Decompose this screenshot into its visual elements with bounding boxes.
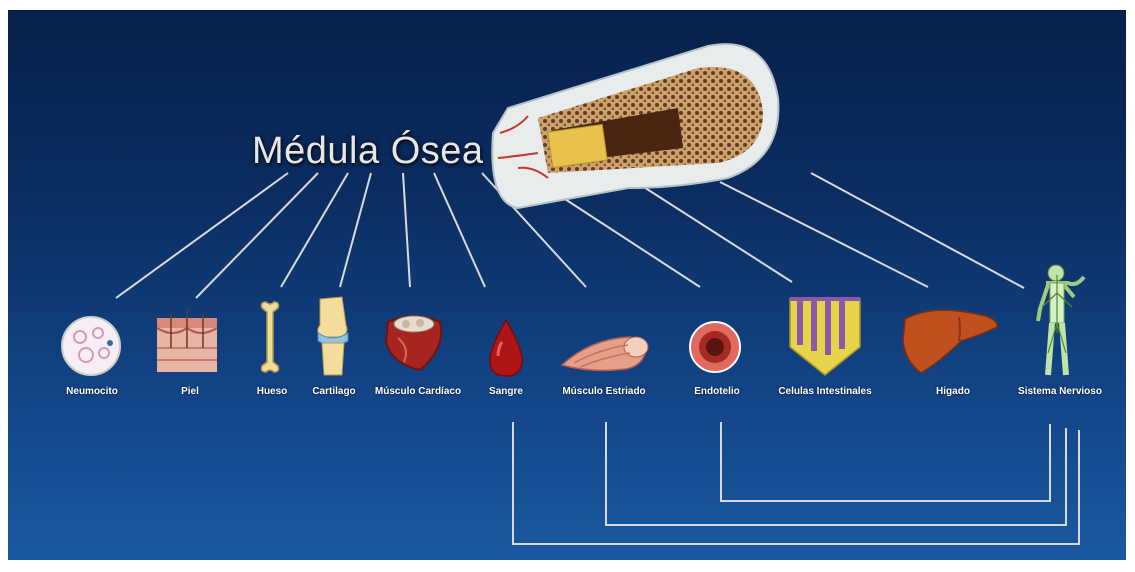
node-label-celulas-intestinales: Celulas Intestinales xyxy=(778,386,871,397)
intestinal-villi-icon xyxy=(786,295,864,377)
node-label-neumocito: Neumocito xyxy=(66,386,118,397)
node-label-sistema-nervioso: Sistema Nervioso xyxy=(1018,386,1102,397)
edge-marrow-piel xyxy=(196,173,318,298)
nervous-system-icon xyxy=(1028,263,1094,381)
node-label-cartilago: Cartilago xyxy=(312,386,355,397)
neumocito-cell-icon xyxy=(60,315,122,377)
edge-endotelio-sistema-nervioso xyxy=(721,422,1050,501)
node-label-musculo-cardiaco: Músculo Cardíaco xyxy=(375,386,461,397)
node-label-sangre: Sangre xyxy=(489,386,523,397)
heart-muscle-icon xyxy=(380,308,448,376)
edge-marrow-hueso xyxy=(281,173,348,287)
edge-marrow-musculo-cardiaco xyxy=(403,173,410,287)
node-label-musculo-estriado: Músculo Estriado xyxy=(562,386,645,397)
edge-marrow-cartilago xyxy=(340,173,371,287)
node-label-endotelio: Endotelio xyxy=(694,386,740,397)
node-label-hueso: Hueso xyxy=(257,386,288,397)
blood-vessel-icon xyxy=(688,320,742,374)
bone-marrow-illustration xyxy=(478,38,788,218)
node-label-higado: Higado xyxy=(936,386,970,397)
striated-muscle-icon xyxy=(560,325,652,375)
bone-icon xyxy=(258,298,282,376)
liver-icon xyxy=(901,305,1001,375)
edge-marrow-neumocito xyxy=(116,173,288,298)
blood-drop-icon xyxy=(486,318,526,378)
edge-musculo-estriado-sistema-nervioso xyxy=(606,422,1066,525)
edge-marrow-sistema-nervioso xyxy=(811,173,1024,288)
page-title: Médula Ósea xyxy=(252,130,484,173)
diagram-slide: Médula Ósea xyxy=(8,10,1126,560)
node-label-piel: Piel xyxy=(181,386,199,397)
skin-section-icon xyxy=(153,308,221,374)
knee-cartilage-icon xyxy=(308,295,358,377)
